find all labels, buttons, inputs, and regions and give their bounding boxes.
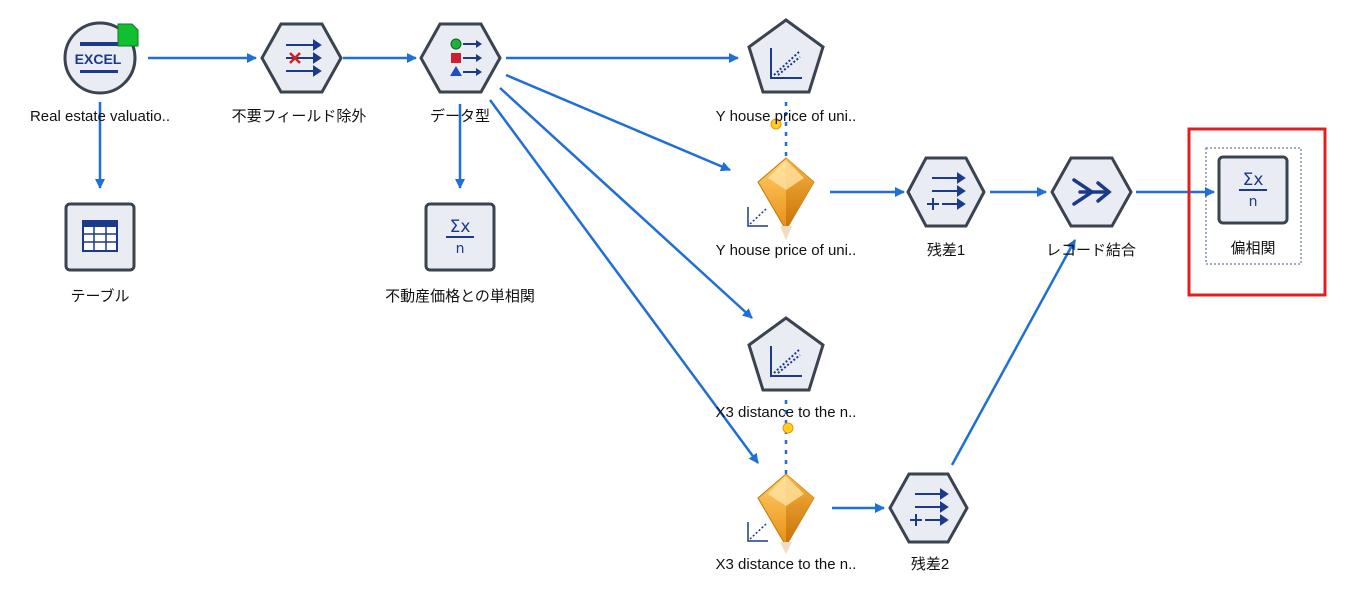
regY-model-node[interactable]	[747, 18, 825, 94]
regY-nugget-node[interactable]	[747, 157, 815, 240]
table-node-label: テーブル	[70, 288, 130, 305]
derive-icon	[910, 488, 949, 526]
table-node[interactable]	[64, 202, 136, 272]
filter-icon	[286, 39, 322, 77]
model-link-sparks	[770, 118, 794, 434]
type-node-label: データ型	[429, 108, 491, 125]
statistics-n-glyph: n	[456, 241, 465, 257]
excel-node-label: Real estate valuatio..	[29, 108, 171, 125]
link-type-regX3-model[interactable]	[499, 87, 753, 319]
regression-badge-icon	[747, 522, 768, 542]
table-icon	[82, 220, 118, 252]
link-type-regY-nugget[interactable]	[505, 73, 731, 172]
regY-nugget-label: Y house price of uni..	[715, 242, 857, 259]
residual2-node-label: 残差2	[910, 556, 950, 573]
spark-icon	[782, 422, 794, 434]
residual1-node-label: 残差1	[926, 242, 966, 259]
stats1-node[interactable]: Σx n	[424, 202, 496, 272]
merge-node[interactable]	[1050, 156, 1133, 228]
regY-model-label: Y house price of uni..	[715, 108, 857, 125]
highlight-box	[1187, 127, 1327, 297]
spark-icon	[770, 118, 782, 130]
regX3-model-label: X3 distance to the n..	[715, 404, 857, 421]
merge-icon	[1072, 178, 1112, 206]
selection-box	[1205, 147, 1302, 265]
type-icon	[450, 38, 482, 76]
statistics-icon: Σx	[1243, 170, 1264, 190]
merge-node-label: レコード結合	[1045, 242, 1137, 259]
regX3-nugget-label: X3 distance to the n..	[715, 556, 857, 573]
residual1-node[interactable]	[906, 156, 986, 228]
regression-model-icon	[770, 346, 802, 377]
stats1-node-label: 不動産価格との単相関	[385, 288, 535, 305]
stats2-node-label: 偏相関	[1230, 240, 1276, 257]
filter-node[interactable]	[260, 22, 343, 94]
derive-icon	[927, 172, 966, 210]
residual2-node[interactable]	[888, 472, 969, 544]
regX3-model-node[interactable]	[747, 316, 825, 392]
excel-node[interactable]: EXCEL	[63, 21, 139, 95]
connectors	[95, 53, 1215, 513]
model-nugget-icon	[757, 473, 815, 554]
stats2-node[interactable]: Σx n	[1205, 147, 1302, 265]
regX3-nugget-node[interactable]	[747, 473, 815, 554]
statistics-icon: Σx	[450, 217, 471, 237]
statistics-n-glyph: n	[1249, 194, 1258, 210]
filter-node-label: 不要フィールド除外	[231, 108, 367, 125]
type-node[interactable]	[419, 22, 502, 94]
regression-model-icon	[770, 48, 802, 79]
link-residual2-merge[interactable]	[950, 239, 1077, 466]
regression-badge-icon	[747, 207, 768, 227]
link-type-regX3-nugget[interactable]	[488, 99, 760, 464]
excel-source-icon: EXCEL	[75, 51, 122, 67]
model-nugget-icon	[757, 157, 815, 240]
